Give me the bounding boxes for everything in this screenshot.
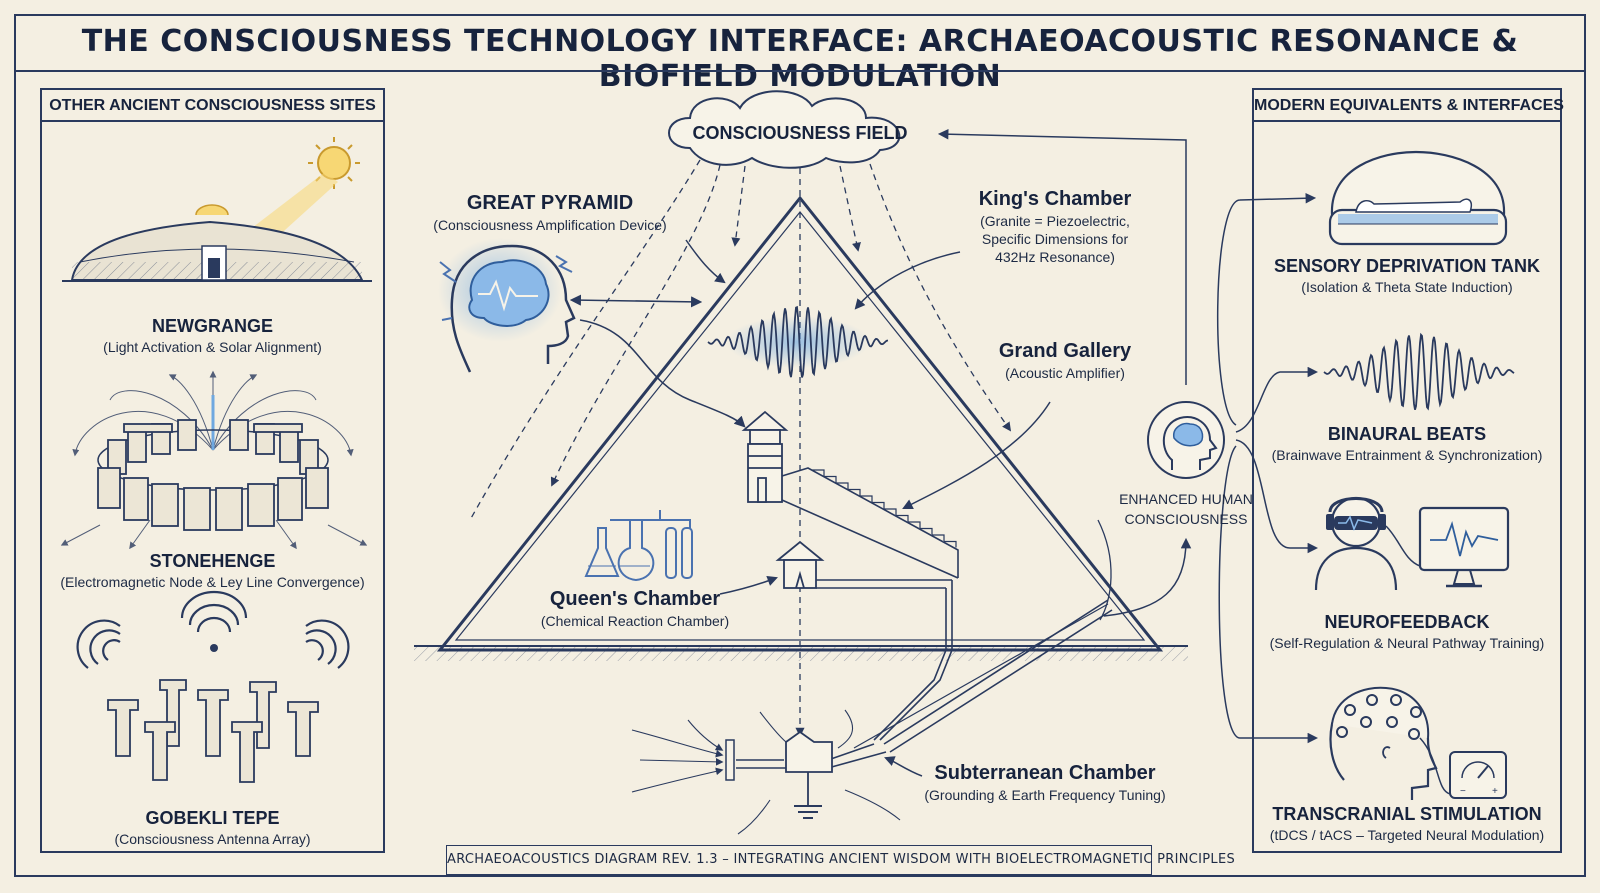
kings-desc-1: (Granite = Piezoelectric,: [960, 213, 1150, 229]
glowing-brain-head-icon: [438, 238, 574, 372]
lab-glassware-icon: [586, 510, 692, 580]
gobekli-tepe-icon: [78, 592, 349, 782]
modern-name: BINAURAL BEATS: [1252, 424, 1562, 445]
diagram-revision-footer: ARCHAEOACOUSTICS DIAGRAM REV. 1.3 – INTE…: [446, 845, 1152, 875]
gallery-name: Grand Gallery: [990, 340, 1140, 363]
kings-name: King's Chamber: [960, 188, 1150, 211]
newgrange-mound-icon: [62, 137, 372, 281]
resonance-wave: [708, 307, 888, 377]
pyramid-name: GREAT PYRAMID: [430, 192, 670, 215]
kings-chamber: [744, 412, 786, 502]
site-label-gobekli-tepe: GOBEKLI TEPE (Consciousness Antenna Arra…: [40, 808, 385, 847]
site-label-stonehenge: STONEHENGE (Electromagnetic Node & Ley L…: [40, 551, 385, 590]
great-pyramid-label: GREAT PYRAMID (Consciousness Amplificati…: [430, 192, 670, 233]
site-name: STONEHENGE: [40, 551, 385, 572]
queens-chamber: [778, 542, 822, 588]
float-tank-icon: [1330, 152, 1506, 244]
modern-desc: (Brainwave Entrainment & Synchronization…: [1252, 447, 1562, 463]
queens-name: Queen's Chamber: [535, 588, 735, 611]
modern-label-float-tank: SENSORY DEPRIVATION TANK (Isolation & Th…: [1252, 256, 1562, 295]
kings-desc-2: Specific Dimensions for: [960, 231, 1150, 247]
site-desc: (Consciousness Antenna Array): [40, 831, 385, 847]
consciousness-field-label: CONSCIOUSNESS FIELD: [690, 123, 910, 144]
subterranean-chamber-label: Subterranean Chamber (Grounding & Earth …: [920, 762, 1170, 803]
grand-gallery-label: Grand Gallery (Acoustic Amplifier): [990, 340, 1140, 381]
modern-desc: (Self-Regulation & Neural Pathway Traini…: [1252, 635, 1562, 651]
gallery-desc: (Acoustic Amplifier): [990, 365, 1140, 381]
neurofeedback-icon: [1316, 498, 1508, 590]
site-desc: (Light Activation & Solar Alignment): [40, 339, 385, 355]
enhanced-line-2: CONSCIOUSNESS: [1106, 510, 1266, 528]
enhanced-line-1: ENHANCED HUMAN: [1106, 490, 1266, 508]
eeg-cap-icon: − +: [1331, 688, 1507, 800]
ground-line: [414, 646, 1188, 661]
svg-text:+: +: [1492, 786, 1498, 797]
svg-text:−: −: [1460, 786, 1466, 797]
modern-desc: (Isolation & Theta State Induction): [1252, 279, 1562, 295]
kings-desc-3: 432Hz Resonance): [960, 249, 1150, 265]
pyramid-desc: (Consciousness Amplification Device): [430, 217, 670, 233]
modern-label-transcranial: TRANSCRANIAL STIMULATION (tDCS / tACS – …: [1252, 804, 1562, 843]
modern-name: TRANSCRANIAL STIMULATION: [1252, 804, 1562, 825]
site-name: NEWGRANGE: [40, 316, 385, 337]
stonehenge-icon: [62, 372, 366, 548]
kings-chamber-label: King's Chamber (Granite = Piezoelectric,…: [960, 188, 1150, 265]
enhanced-consciousness-label: ENHANCED HUMAN CONSCIOUSNESS: [1106, 488, 1266, 528]
modern-label-binaural: BINAURAL BEATS (Brainwave Entrainment & …: [1252, 424, 1562, 463]
subterranean-desc: (Grounding & Earth Frequency Tuning): [920, 787, 1170, 803]
site-name: GOBEKLI TEPE: [40, 808, 385, 829]
modern-label-neurofeedback: NEUROFEEDBACK (Self-Regulation & Neural …: [1252, 612, 1562, 651]
subterranean-name: Subterranean Chamber: [920, 762, 1170, 785]
modern-desc: (tDCS / tACS – Targeted Neural Modulatio…: [1252, 827, 1562, 843]
site-label-newgrange: NEWGRANGE (Light Activation & Solar Alig…: [40, 316, 385, 355]
field-name: CONSCIOUSNESS FIELD: [690, 123, 910, 144]
modern-name: SENSORY DEPRIVATION TANK: [1252, 256, 1562, 277]
sound-wave-icon: [1324, 335, 1514, 410]
subterranean-chamber: [632, 710, 900, 834]
queens-desc: (Chemical Reaction Chamber): [535, 613, 735, 629]
queens-chamber-label: Queen's Chamber (Chemical Reaction Chamb…: [535, 588, 735, 629]
modern-name: NEUROFEEDBACK: [1252, 612, 1562, 633]
site-desc: (Electromagnetic Node & Ley Line Converg…: [40, 574, 385, 590]
enhanced-head-icon: [1148, 402, 1224, 478]
